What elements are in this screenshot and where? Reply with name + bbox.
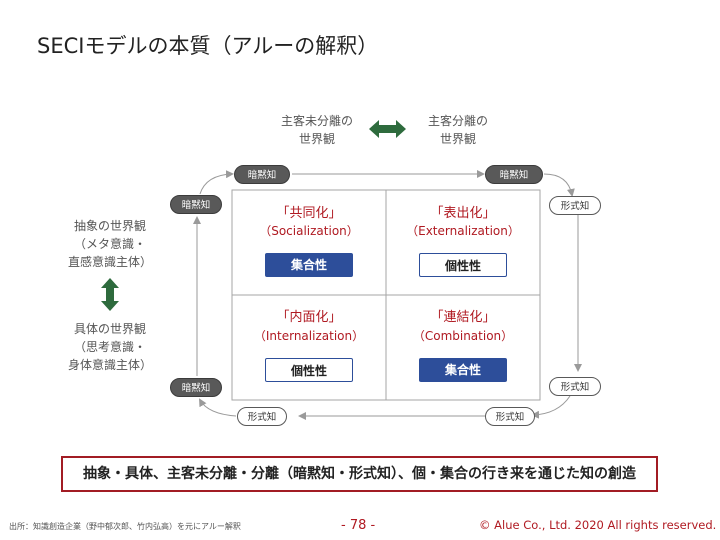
- cycle-arrow-top-left: [199, 170, 234, 195]
- quadrant-internalization: 「内面化」 （Internalization） 個性性: [232, 295, 386, 400]
- label-abstract-worldview: 抽象の世界観 （メタ意識・ 直感意識主体）: [67, 219, 152, 269]
- quadrant-title: 「連結化」: [430, 310, 496, 325]
- quadrant-subtitle: （Socialization）: [259, 224, 359, 238]
- slide-title: SECIモデルの本質（アルーの解釈）: [37, 34, 379, 58]
- double-arrow-horizontal-icon: [369, 120, 406, 138]
- quadrant-subtitle: （Externalization）: [406, 224, 520, 238]
- tacit-knowledge-pill: 暗黙知: [170, 378, 222, 397]
- page-number: - 78 -: [341, 518, 376, 533]
- quadrant-combination: 「連結化」 （Combination） 集合性: [386, 295, 540, 400]
- collectivity-tag: 集合性: [419, 358, 507, 382]
- cycle-arrow-bottom-right: [531, 395, 571, 419]
- quadrant-title: 「共同化」: [276, 206, 342, 221]
- source-note: 出所：知識創造企業（野中郁次郎、竹内弘高）を元にアルー解釈: [9, 522, 241, 531]
- copyright: © Alue Co., Ltd. 2020 All rights reserve…: [479, 518, 717, 532]
- explicit-knowledge-pill: 形式知: [237, 407, 287, 426]
- quadrant-socialization: 「共同化」 （Socialization） 集合性: [232, 190, 386, 295]
- quadrant-title: 「表出化」: [430, 206, 496, 221]
- tacit-knowledge-pill: 暗黙知: [485, 165, 543, 184]
- quadrant-subtitle: （Combination）: [412, 329, 514, 343]
- quadrant-externalization: 「表出化」 （Externalization） 個性性: [386, 190, 540, 295]
- individuality-tag: 個性性: [419, 253, 507, 277]
- quadrant-title: 「内面化」: [276, 310, 342, 325]
- individuality-tag: 個性性: [265, 358, 353, 382]
- tacit-knowledge-pill: 暗黙知: [170, 195, 222, 214]
- label-subject-object-separated: 主客分離の 世界観: [427, 114, 488, 146]
- label-subject-object-unified: 主客未分離の 世界観: [280, 114, 353, 146]
- explicit-knowledge-pill: 形式知: [485, 407, 535, 426]
- double-arrow-vertical-icon: [101, 278, 119, 311]
- cycle-arrow-top-right: [543, 173, 575, 197]
- explicit-knowledge-pill: 形式知: [549, 196, 601, 215]
- tacit-knowledge-pill: 暗黙知: [234, 165, 290, 184]
- label-concrete-worldview: 具体の世界観 （思考意識・ 身体意識主体）: [67, 322, 152, 372]
- cycle-arrow-bottom-left: [199, 398, 237, 417]
- explicit-knowledge-pill: 形式知: [549, 377, 601, 396]
- quadrant-subtitle: （Internalization）: [253, 329, 365, 343]
- collectivity-tag: 集合性: [265, 253, 353, 277]
- key-message-box: 抽象・具体、主客未分離・分離（暗黙知・形式知）、個・集合の行き来を通じた知の創造: [61, 456, 658, 492]
